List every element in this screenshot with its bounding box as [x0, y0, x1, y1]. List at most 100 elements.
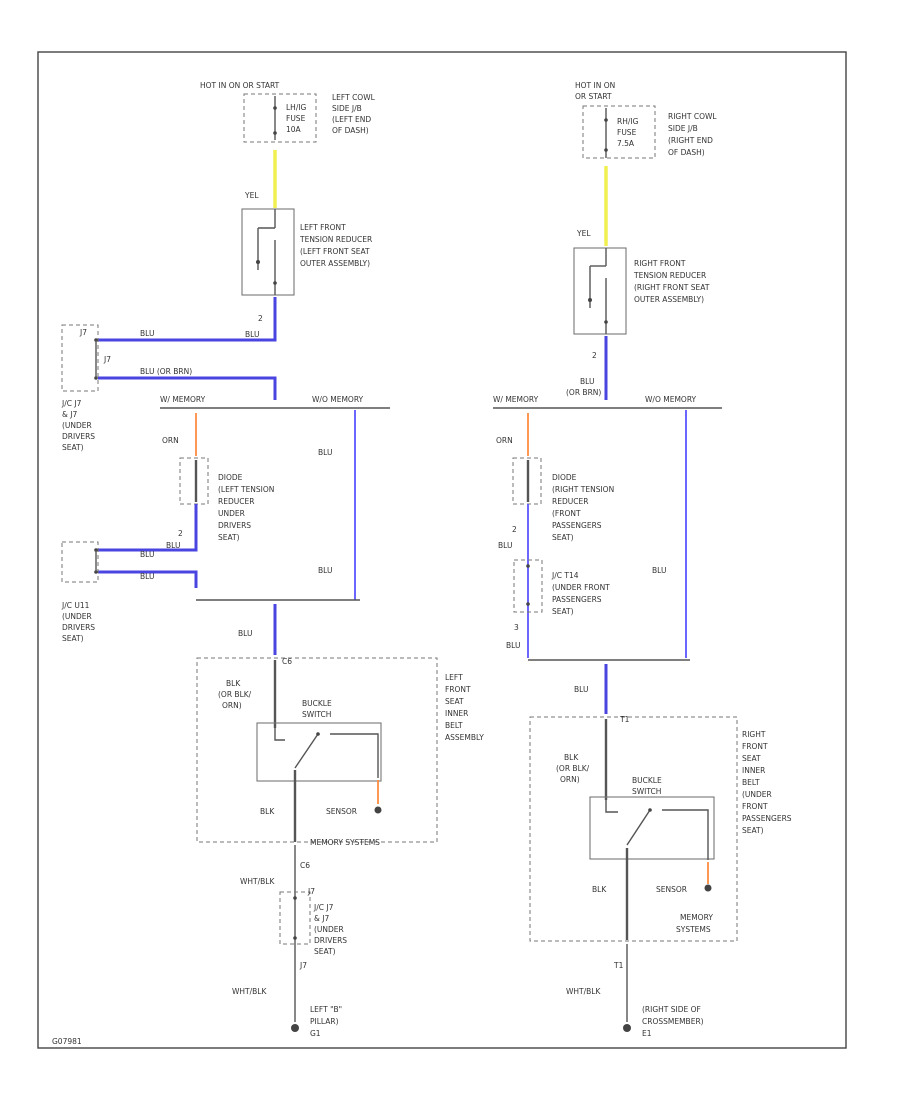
right-jc-label: SEAT) [552, 607, 574, 616]
left-reducer-label: OUTER ASSEMBLY) [300, 259, 370, 268]
left-fuse-location: (LEFT END [332, 115, 371, 124]
right-reducer-label: OUTER ASSEMBLY) [634, 295, 704, 304]
right-switch-contact [626, 809, 651, 846]
left-belt-label: LEFT [445, 673, 463, 682]
left-jc3-label: SEAT) [314, 947, 336, 956]
left-reducer-label: LEFT FRONT [300, 223, 346, 232]
right-diode-label: PASSENGERS [552, 521, 602, 530]
right-jc-label: J/C T14 [551, 571, 579, 580]
right-fuse-location: SIDE J/B [668, 124, 698, 133]
left-ground-pin: C6 [300, 861, 310, 870]
left-jc-label: J/C J7 [61, 399, 82, 408]
left-ground-label: PILLAR) [310, 1017, 339, 1026]
left-blue-wire-d [98, 570, 198, 588]
left-jc-u11 [61, 541, 99, 583]
left-fuse-block [243, 93, 317, 143]
left-switch-pivot [316, 732, 320, 736]
right-ground-label: E1 [642, 1029, 652, 1038]
right-buckle-switch [589, 796, 715, 860]
left-jc2-label: DRIVERS [62, 623, 95, 632]
right-wire-yel: YEL [576, 229, 591, 238]
left-fuse-location: LEFT COWL [332, 93, 376, 102]
left-ground-label: LEFT "B" [310, 1005, 342, 1014]
left-jc-label: SEAT) [62, 443, 84, 452]
left-wire-yel: YEL [244, 191, 259, 200]
left-wo-memory: W/O MEMORY [312, 395, 364, 404]
left-jc3-label: & J7 [314, 914, 329, 923]
left-wire-blu-d: BLU [166, 541, 180, 550]
right-belt-label: SEAT [742, 754, 761, 763]
right-jc-t14 [513, 559, 543, 613]
right-fuse-location: RIGHT COWL [668, 112, 717, 121]
right-belt-label: PASSENGERS [742, 814, 792, 823]
right-buckle-switch-label: BUCKLE [632, 776, 662, 785]
right-wire-wht-blk: WHT/BLK [566, 987, 601, 996]
left-blue-wire-b [98, 376, 277, 400]
left-blue-wire-a [98, 297, 277, 342]
right-fuse-label: RH/IG [617, 117, 639, 126]
left-sensor-label: SENSOR [326, 807, 357, 816]
left-belt-label: INNER [445, 709, 468, 718]
left-buckle-switch [256, 722, 382, 782]
right-buckle-wire: ORN) [560, 775, 580, 784]
right-jc-label: PASSENGERS [552, 595, 602, 604]
right-fuse-location: OF DASH) [668, 148, 705, 157]
right-source-header: OR START [575, 92, 612, 101]
right-fuse-terminal [604, 148, 608, 152]
left-wire-wht-blk-b: WHT/BLK [232, 987, 267, 996]
left-ground-label: G1 [310, 1029, 321, 1038]
left-buckle-wire: (OR BLK/ [218, 690, 252, 699]
left-jc3-label: DRIVERS [314, 936, 347, 945]
left-jc2-label: (UNDER [62, 612, 92, 621]
left-belt-label: ASSEMBLY [445, 733, 484, 742]
left-jc2-label: J/C U11 [61, 601, 90, 610]
left-w-memory: W/ MEMORY [160, 395, 206, 404]
left-memory-systems: MEMORY SYSTEMS [310, 838, 380, 847]
left-buckle-switch-label: SWITCH [302, 710, 331, 719]
right-wo-memory: W/O MEMORY [645, 395, 697, 404]
left-fuse-terminal [273, 106, 277, 110]
right-tension-reducer [573, 247, 627, 335]
right-buckle-wire-path [662, 809, 709, 860]
right-fuse-label: 7.5A [617, 139, 635, 148]
left-buckle-wire-path [330, 733, 379, 778]
left-diode-label: DRIVERS [218, 521, 251, 530]
right-w-memory: W/ MEMORY [493, 395, 539, 404]
right-reducer-contact [588, 298, 592, 302]
right-diode [512, 457, 542, 505]
right-reducer-label: RIGHT FRONT [634, 259, 686, 268]
left-switch-contact [294, 733, 319, 769]
left-diode-label: UNDER [218, 509, 245, 518]
left-belt-label: SEAT [445, 697, 464, 706]
right-memory-label: SYSTEMS [676, 925, 711, 934]
right-wire-blu-right: BLU [652, 566, 666, 575]
left-jc-label: (UNDER [62, 421, 92, 430]
left-tension-reducer [241, 208, 295, 296]
right-wire-blu-e: BLU [574, 685, 588, 694]
right-pin-2: 2 [592, 351, 597, 360]
right-wire-blu-a: BLU [580, 377, 594, 386]
left-diode-label: REDUCER [218, 497, 254, 506]
left-fuse-terminal [273, 131, 277, 135]
left-ground-point [291, 1024, 299, 1032]
right-ground-pin: T1 [613, 961, 624, 970]
right-reducer-terminal [604, 320, 608, 324]
right-jc-terminal [526, 602, 530, 606]
left-wire-blu-right: BLU [318, 448, 332, 457]
right-fuse-location: (RIGHT END [668, 136, 713, 145]
right-buckle-switch-label: SWITCH [632, 787, 661, 796]
left-wire-blu-h: BLU [238, 629, 252, 638]
left-wire-blu-c: BLU (OR BRN) [140, 367, 192, 376]
right-wire-orn: ORN [496, 436, 513, 445]
left-diode-pin: 2 [178, 529, 183, 538]
right-belt-assembly [529, 716, 738, 942]
right-diode-label: (RIGHT TENSION [552, 485, 614, 494]
left-reducer-terminal [273, 281, 277, 285]
right-belt-label: (UNDER [742, 790, 772, 799]
left-reducer-label: TENSION REDUCER [299, 235, 372, 244]
left-wire-blu-a: BLU [140, 329, 154, 338]
right-wire-blu-b: (OR BRN) [566, 388, 601, 397]
left-jc3-pin: J7 [299, 961, 307, 970]
left-reducer-label: (LEFT FRONT SEAT [300, 247, 370, 256]
